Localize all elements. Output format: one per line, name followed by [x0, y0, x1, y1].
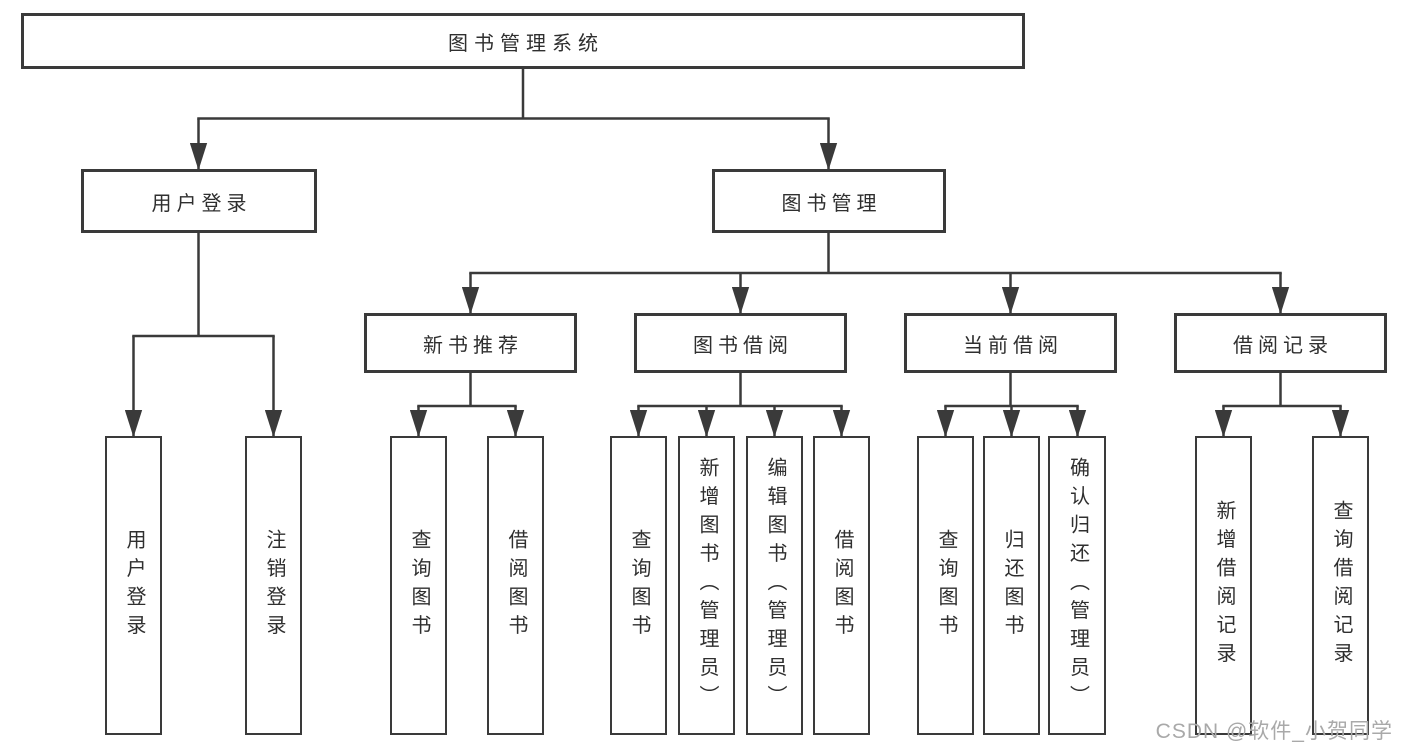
node-label: 新增借阅记录	[1213, 500, 1235, 671]
leaf-query-books-3: 查询图书	[917, 436, 974, 735]
node-label: 新书推荐	[423, 334, 523, 357]
tree-branch-lines	[132, 67, 1342, 408]
node-user-login: 用户登录	[81, 169, 317, 233]
csdn-watermark: CSDN @软件_小贺同学	[1155, 720, 1393, 743]
leaf-logout: 注销登录	[245, 436, 302, 735]
node-label: 借阅图书	[831, 528, 853, 643]
node-label: 图书管理	[781, 192, 882, 215]
leaf-confirm-return-admin: 确认归还（管理员）	[1048, 436, 1106, 735]
node-label: 查询图书	[935, 528, 957, 643]
leaf-add-borrow-record: 新增借阅记录	[1195, 436, 1252, 735]
leaf-borrow-books-2: 借阅图书	[813, 436, 870, 735]
node-book-management: 图书管理	[712, 169, 946, 233]
node-library-management-system: 图书管理系统	[21, 13, 1025, 69]
node-label: 注销登录	[263, 528, 285, 643]
node-label: 用户登录	[151, 192, 252, 215]
node-label: 编辑图书（管理员）	[764, 457, 786, 714]
node-label: 借阅图书	[505, 528, 527, 643]
leaf-borrow-books-1: 借阅图书	[487, 436, 544, 735]
node-label: 新增图书（管理员）	[696, 457, 718, 714]
node-new-book-recommend: 新书推荐	[364, 313, 577, 373]
leaf-query-books-1: 查询图书	[390, 436, 447, 735]
arrow-connectors	[124, 118, 1350, 438]
node-label: 借阅记录	[1233, 334, 1333, 357]
node-label: 图书管理系统	[448, 32, 604, 55]
leaf-return-books: 归还图书	[983, 436, 1040, 735]
node-label: 查询借阅记录	[1330, 500, 1352, 671]
node-label: 当前借阅	[963, 334, 1063, 357]
node-label: 用户登录	[123, 528, 145, 643]
node-label: 图书借阅	[693, 334, 793, 357]
node-borrow-records: 借阅记录	[1174, 313, 1387, 373]
leaf-query-books-2: 查询图书	[610, 436, 667, 735]
node-label: 查询图书	[408, 528, 430, 643]
leaf-edit-books-admin: 编辑图书（管理员）	[746, 436, 803, 735]
node-book-borrowing: 图书借阅	[634, 313, 847, 373]
node-label: 归还图书	[1001, 528, 1023, 643]
node-label: 查询图书	[628, 528, 650, 643]
leaf-user-login: 用户登录	[105, 436, 162, 735]
leaf-query-borrow-record: 查询借阅记录	[1312, 436, 1369, 735]
node-label: 确认归还（管理员）	[1066, 457, 1089, 714]
leaf-add-books-admin: 新增图书（管理员）	[678, 436, 735, 735]
node-current-borrowing: 当前借阅	[904, 313, 1117, 373]
